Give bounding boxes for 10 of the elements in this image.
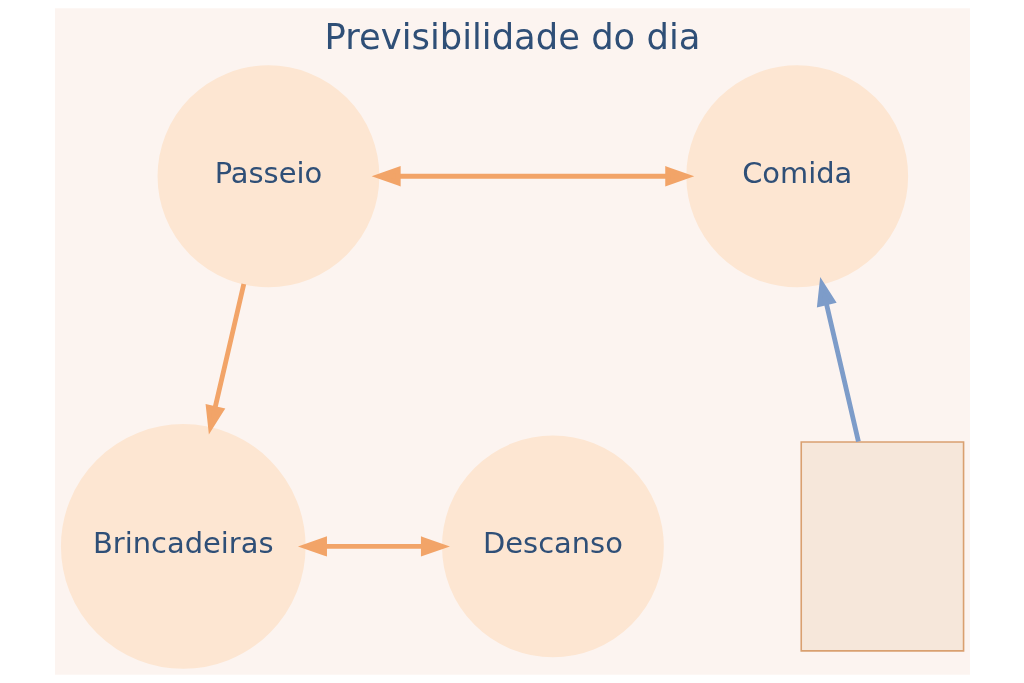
- arrow: [205, 283, 246, 435]
- arrow: [297, 536, 450, 557]
- diagram-title: Previsibilidade do dia: [324, 16, 700, 58]
- arrow: [816, 276, 861, 442]
- node-circle: Passeio: [157, 65, 379, 288]
- node-circle: Descanso: [441, 435, 664, 658]
- arrow: [371, 166, 694, 187]
- node-circle: Brincadeiras: [60, 424, 306, 669]
- node-circle: Comida: [685, 65, 908, 288]
- node-box: [799, 441, 964, 652]
